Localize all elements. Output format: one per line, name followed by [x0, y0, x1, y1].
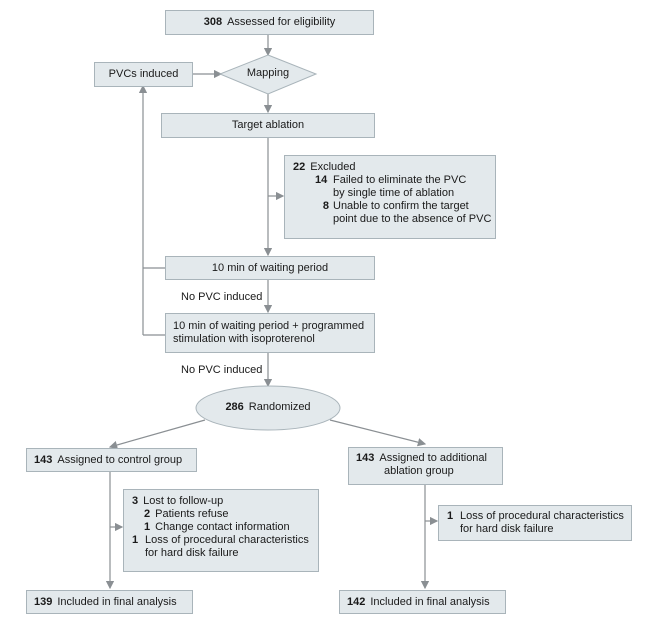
- excluded-box: 22 Excluded 14 Failed to eliminate the PV…: [284, 155, 496, 239]
- excluded-count: 22: [293, 161, 306, 173]
- waiting-iso-box: 10 min of waiting period + programmed st…: [165, 313, 375, 353]
- waiting-iso-line: 10 min of waiting period + programmed: [173, 320, 365, 332]
- arrow-rand-control: [108, 419, 206, 450]
- additional-loss-line: Loss of procedural characteristics: [460, 510, 624, 522]
- contact-count: 1: [144, 521, 151, 533]
- lost-label: Lost to follow-up: [143, 495, 224, 507]
- additional-loss-box: 1 Loss of procedural characteristics for…: [438, 505, 632, 541]
- assessed-box: 308 Assessed for eligibility: [165, 10, 374, 35]
- disk-line: for hard disk failure: [145, 547, 239, 559]
- refuse-count: 2: [144, 508, 151, 520]
- mapping-label: Mapping: [246, 67, 290, 79]
- disk-line: Loss of procedural characteristics: [145, 534, 309, 546]
- excluded-item: 14 Failed to eliminate the PVC by single…: [315, 174, 495, 200]
- excluded-item-line: Failed to eliminate the PVC: [333, 174, 467, 186]
- contact-label: Change contact information: [155, 521, 290, 533]
- no-pvc-label-2: No PVC induced: [181, 364, 263, 376]
- additional-group-box: 143 Assigned to additional ablation group: [348, 447, 503, 485]
- randomized-ellipse: [195, 385, 341, 431]
- pvcs-induced-label: PVCs induced: [108, 68, 179, 80]
- additional-final-label: Included in final analysis: [370, 595, 490, 608]
- additional-loss-line: for hard disk failure: [460, 523, 554, 535]
- randomized-text: Randomized: [248, 401, 311, 413]
- randomized-count: 286: [225, 401, 244, 413]
- additional-final-box: 142 Included in final analysis: [339, 590, 506, 614]
- excluded-label: Excluded: [310, 161, 356, 173]
- additional-line: ablation group: [384, 465, 454, 477]
- excluded-item-count: 14: [315, 174, 328, 186]
- waiting-iso-line: stimulation with isoproterenol: [173, 333, 315, 345]
- additional-final-count: 142: [347, 595, 366, 608]
- control-final-label: Included in final analysis: [57, 595, 177, 608]
- refuse-label: Patients refuse: [155, 508, 229, 520]
- excluded-item-line: Unable to confirm the target: [333, 200, 469, 212]
- disk-count: 1: [132, 534, 139, 546]
- assessed-label: Assessed for eligibility: [227, 16, 336, 28]
- excluded-item: 8 Unable to confirm the target point due…: [315, 200, 495, 226]
- target-ablation-box: Target ablation: [161, 113, 375, 138]
- control-final-count: 139: [34, 595, 53, 608]
- randomized-label: 286 Randomized: [196, 401, 340, 414]
- arrow-rand-additional: [329, 419, 427, 447]
- excluded-item-count: 8: [322, 200, 329, 212]
- lost-count: 3: [132, 495, 139, 507]
- additional-loss-count: 1: [447, 510, 454, 522]
- target-ablation-label: Target ablation: [231, 119, 305, 131]
- assessed-count: 308: [203, 16, 223, 28]
- control-losses-box: 3 Lost to follow-up 2 Patients refuse 1 Cha…: [123, 489, 319, 572]
- additional-count: 143: [356, 452, 375, 464]
- excluded-item-line: by single time of ablation: [333, 187, 455, 199]
- waiting-box: 10 min of waiting period: [165, 256, 375, 280]
- mapping-diamond: [218, 54, 318, 95]
- additional-line: Assigned to additional: [379, 452, 487, 464]
- excluded-item-line: point due to the absence of PVC: [333, 213, 492, 225]
- waiting-label: 10 min of waiting period: [211, 261, 329, 274]
- control-label: Assigned to control group: [57, 453, 183, 466]
- control-final-box: 139 Included in final analysis: [26, 590, 193, 614]
- control-count: 143: [34, 453, 53, 466]
- no-pvc-label-1: No PVC induced: [181, 291, 263, 303]
- pvcs-induced-box: PVCs induced: [94, 62, 193, 87]
- control-group-box: 143 Assigned to control group: [26, 448, 197, 472]
